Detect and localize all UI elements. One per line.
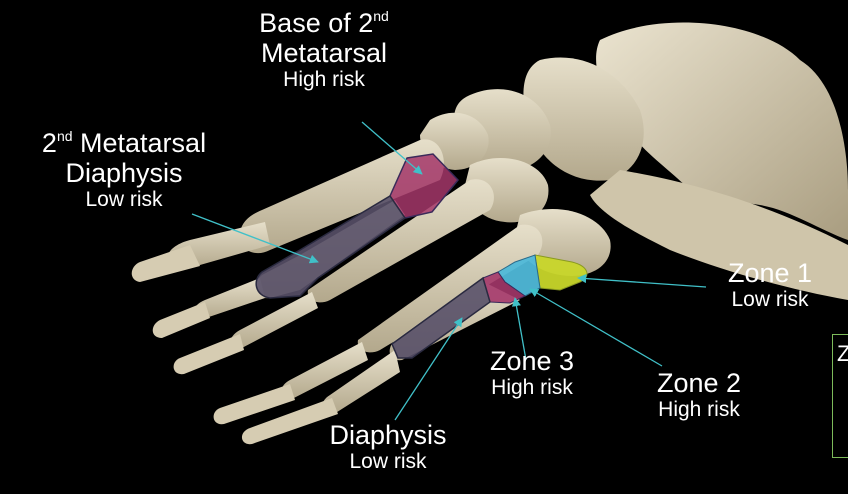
label-base-2nd-metatarsal-line1: Base of 2nd (232, 8, 416, 38)
arrow-zone-1 (578, 278, 706, 287)
label-zone-3: Zone 3 High risk (466, 346, 598, 400)
label-zone-1-title: Zone 1 (706, 258, 834, 288)
label-5th-metatarsal-diaphysis-title: Diaphysis (300, 420, 476, 450)
label-zone-3-title: Zone 3 (466, 346, 598, 376)
label-base-2nd-metatarsal-risk: High risk (232, 68, 416, 92)
label-2nd-metatarsal-diaphysis-risk: Low risk (4, 188, 244, 212)
label-zone-1: Zone 1 Low risk (706, 258, 834, 312)
label-zone-3-risk: High risk (466, 376, 598, 400)
label-zone-2: Zone 2 High risk (634, 368, 764, 422)
label-2nd-metatarsal-diaphysis: 2nd Metatarsal Diaphysis Low risk (4, 128, 244, 212)
label-2nd-metatarsal-diaphysis-line2: Diaphysis (4, 158, 244, 188)
label-5th-metatarsal-diaphysis-risk: Low risk (300, 450, 476, 474)
label-zone-2-title: Zone 2 (634, 368, 764, 398)
label-5th-metatarsal-diaphysis: Diaphysis Low risk (300, 420, 476, 474)
side-info-box-text: Z (837, 341, 848, 367)
label-zone-1-risk: Low risk (706, 288, 834, 312)
label-2nd-metatarsal-diaphysis-line1: 2nd Metatarsal (4, 128, 244, 158)
label-zone-2-risk: High risk (634, 398, 764, 422)
label-base-2nd-metatarsal-line2: Metatarsal (232, 38, 416, 68)
side-info-box: Z (832, 334, 848, 458)
label-base-2nd-metatarsal: Base of 2nd Metatarsal High risk (232, 8, 416, 92)
